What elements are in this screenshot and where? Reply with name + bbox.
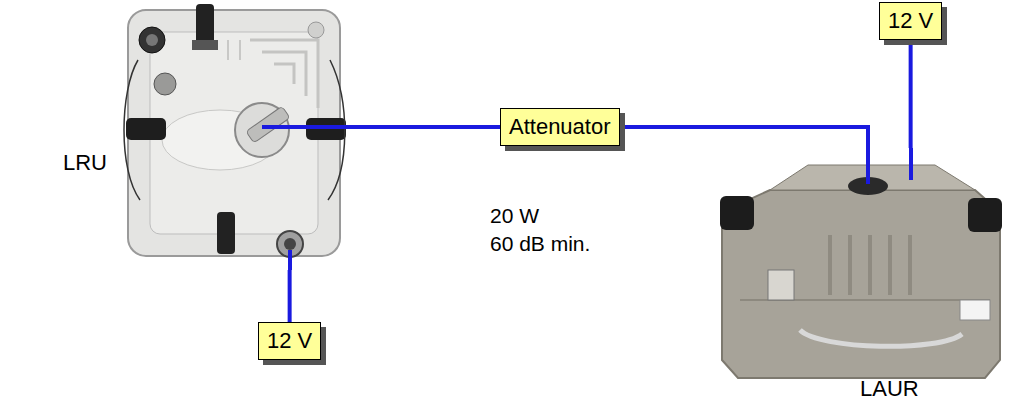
laur-node: LAUR bbox=[712, 148, 1004, 414]
laur-unit bbox=[720, 148, 1002, 378]
wire bbox=[909, 40, 913, 148]
spec-label: 20 W bbox=[490, 202, 590, 230]
wire bbox=[350, 125, 500, 129]
power-box: 12 V bbox=[879, 2, 942, 40]
lru-node: LRU bbox=[55, 0, 350, 270]
power-box: 12 V bbox=[258, 322, 321, 360]
unit-label: LRU bbox=[63, 150, 107, 176]
wire bbox=[620, 127, 868, 148]
box-label: 12 V bbox=[267, 328, 312, 354]
box-label: Attenuator bbox=[509, 114, 611, 140]
attenuator-box: Attenuator bbox=[500, 108, 620, 146]
lru-unit bbox=[124, 4, 350, 270]
spec-labels: 20 W60 dB min. bbox=[490, 202, 590, 258]
wire bbox=[288, 270, 292, 322]
spec-label: 60 dB min. bbox=[490, 230, 590, 258]
box-label: 12 V bbox=[888, 8, 933, 34]
unit-label: LAUR bbox=[860, 376, 919, 402]
